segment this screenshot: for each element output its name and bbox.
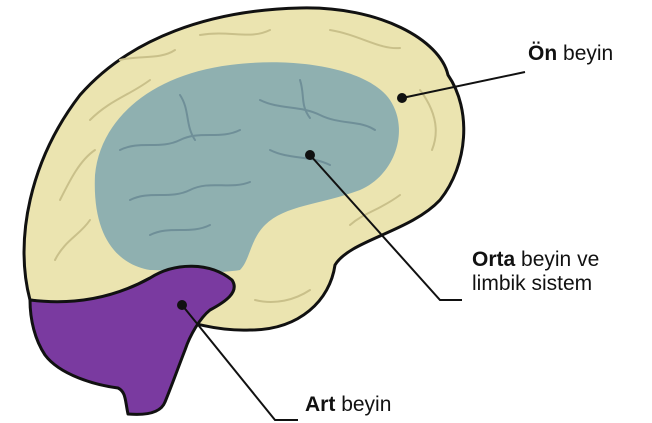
midbrain-label-rest: beyin ve xyxy=(521,248,599,271)
midbrain-label-line2: limbik sistem xyxy=(472,272,592,295)
midbrain-label-bold: Orta xyxy=(472,248,515,271)
forebrain-label-rest: beyin xyxy=(563,42,613,65)
midbrain-label: Orta beyin ve limbik sistem xyxy=(472,248,599,296)
hindbrain-label-rest: beyin xyxy=(341,393,391,416)
forebrain-label-bold: Ön xyxy=(528,42,557,65)
forebrain-label: Ön beyin xyxy=(528,42,613,66)
hindbrain-label: Art beyin xyxy=(305,393,391,417)
hindbrain-label-bold: Art xyxy=(305,393,335,416)
